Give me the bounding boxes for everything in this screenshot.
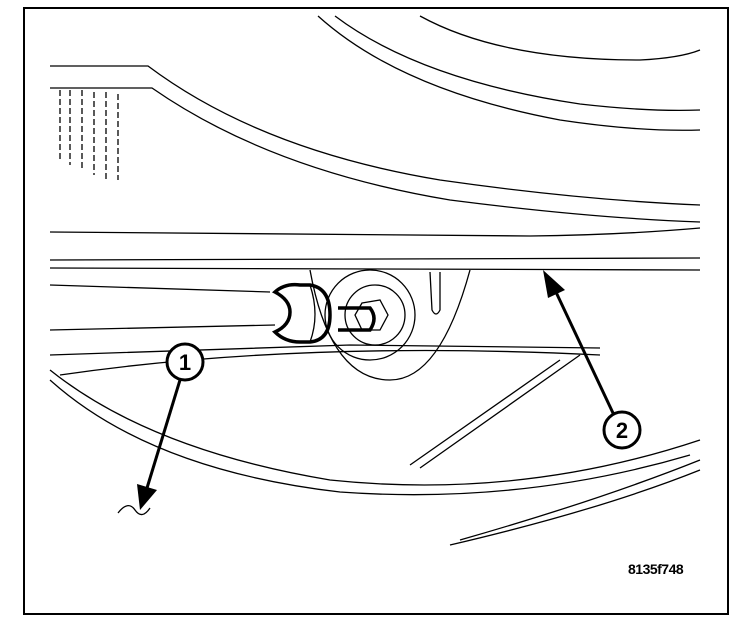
figure-border (23, 7, 729, 615)
figure-id-label: 8135f748 (628, 561, 684, 577)
bracket-and-bolt (271, 269, 471, 381)
svg-text:1: 1 (179, 350, 191, 375)
body-panel-lines (49, 15, 701, 356)
svg-text:2: 2 (616, 418, 628, 443)
callout-2: 2 (543, 270, 642, 450)
callout-1: 1 (117, 342, 205, 516)
wheel-arcs (49, 349, 701, 546)
